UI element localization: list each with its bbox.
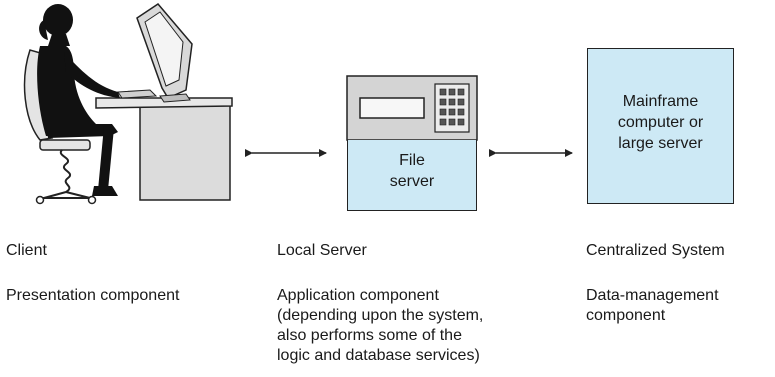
file-server-label: File server xyxy=(347,150,477,192)
local-server-description-line3: also performs some of the xyxy=(277,327,462,344)
mainframe-label-line1: Mainframe xyxy=(622,93,699,110)
centralized-system-description: Data-management component xyxy=(586,286,719,326)
file-server-label-line1: File xyxy=(399,152,425,169)
client-workstation-icon xyxy=(23,3,233,205)
centralized-system-description-line2: component xyxy=(586,307,666,324)
client-description: Presentation component xyxy=(6,287,180,304)
file-server-label-line2: server xyxy=(389,173,435,190)
mainframe-box xyxy=(587,48,734,204)
mainframe-label-line3: large server xyxy=(618,135,703,152)
local-server-description: Application component (depending upon th… xyxy=(277,286,483,366)
centralized-system-title: Centralized System xyxy=(586,242,725,259)
client-title: Client xyxy=(6,242,47,259)
file-server-box xyxy=(347,140,477,211)
local-server-description-line1: Application component xyxy=(277,287,439,304)
local-server-description-line2: (depending upon the system, xyxy=(277,307,484,324)
local-server-description-line4: logic and database services) xyxy=(277,347,480,364)
local-server-title: Local Server xyxy=(277,242,367,259)
mainframe-label: Mainframe computer or large server xyxy=(587,91,734,154)
centralized-system-description-line1: Data-management xyxy=(586,287,719,304)
mainframe-label-line2: computer or xyxy=(617,114,704,131)
file-server-icon xyxy=(346,75,478,141)
